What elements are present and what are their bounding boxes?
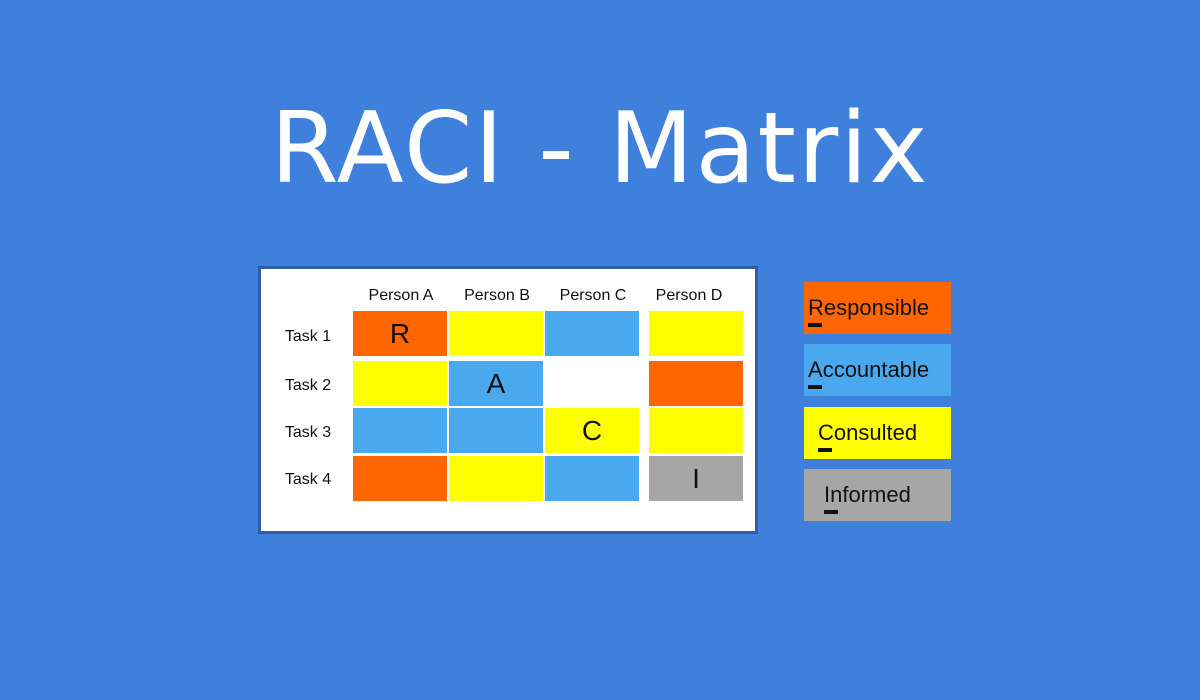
cell-task-3-person-d: [649, 408, 743, 453]
row-header-task-3: Task 3: [284, 424, 332, 441]
row-header-task-4: Task 4: [284, 471, 332, 488]
column-header-person-c: Person C: [559, 287, 627, 304]
raci-matrix-table: Person A Person B Person C Person D Task…: [258, 266, 758, 534]
cell-task-4-person-c: [545, 456, 639, 501]
cell-task-4-person-d: I: [649, 456, 743, 501]
cell-task-4-person-b: [449, 456, 543, 501]
cell-task-4-person-a: [353, 456, 447, 501]
cell-task-1-person-d: [649, 311, 743, 356]
page-title: RACI - Matrix: [270, 92, 930, 206]
legend-consulted-label: onsulted: [833, 420, 918, 445]
column-header-person-b: Person B: [464, 287, 530, 304]
cell-task-2-person-c: [545, 361, 639, 406]
cell-task-1-person-c: [545, 311, 639, 356]
legend-responsible-initial: R: [808, 295, 824, 327]
legend-responsible-label: esponsible: [823, 295, 930, 320]
cell-task-1-person-a: R: [353, 311, 447, 356]
column-header-person-a: Person A: [368, 287, 434, 304]
cell-task-3-person-a: [353, 408, 447, 453]
legend-accountable-initial: A: [808, 357, 823, 389]
legend-consulted-initial: C: [818, 420, 834, 452]
column-header-person-d: Person D: [655, 287, 723, 304]
cell-task-2-person-a: [353, 361, 447, 406]
cell-task-2-person-d: [649, 361, 743, 406]
legend-informed-label: nformed: [830, 482, 911, 507]
cell-task-1-person-b: [449, 311, 543, 356]
legend-informed-initial: I: [824, 482, 839, 514]
legend-accountable-label: ccountable: [822, 357, 930, 382]
cell-task-3-person-b: [449, 408, 543, 453]
cell-task-2-person-b: A: [449, 361, 543, 406]
row-header-task-2: Task 2: [284, 377, 332, 394]
row-header-task-1: Task 1: [284, 328, 332, 345]
cell-task-3-person-c: C: [545, 408, 639, 453]
